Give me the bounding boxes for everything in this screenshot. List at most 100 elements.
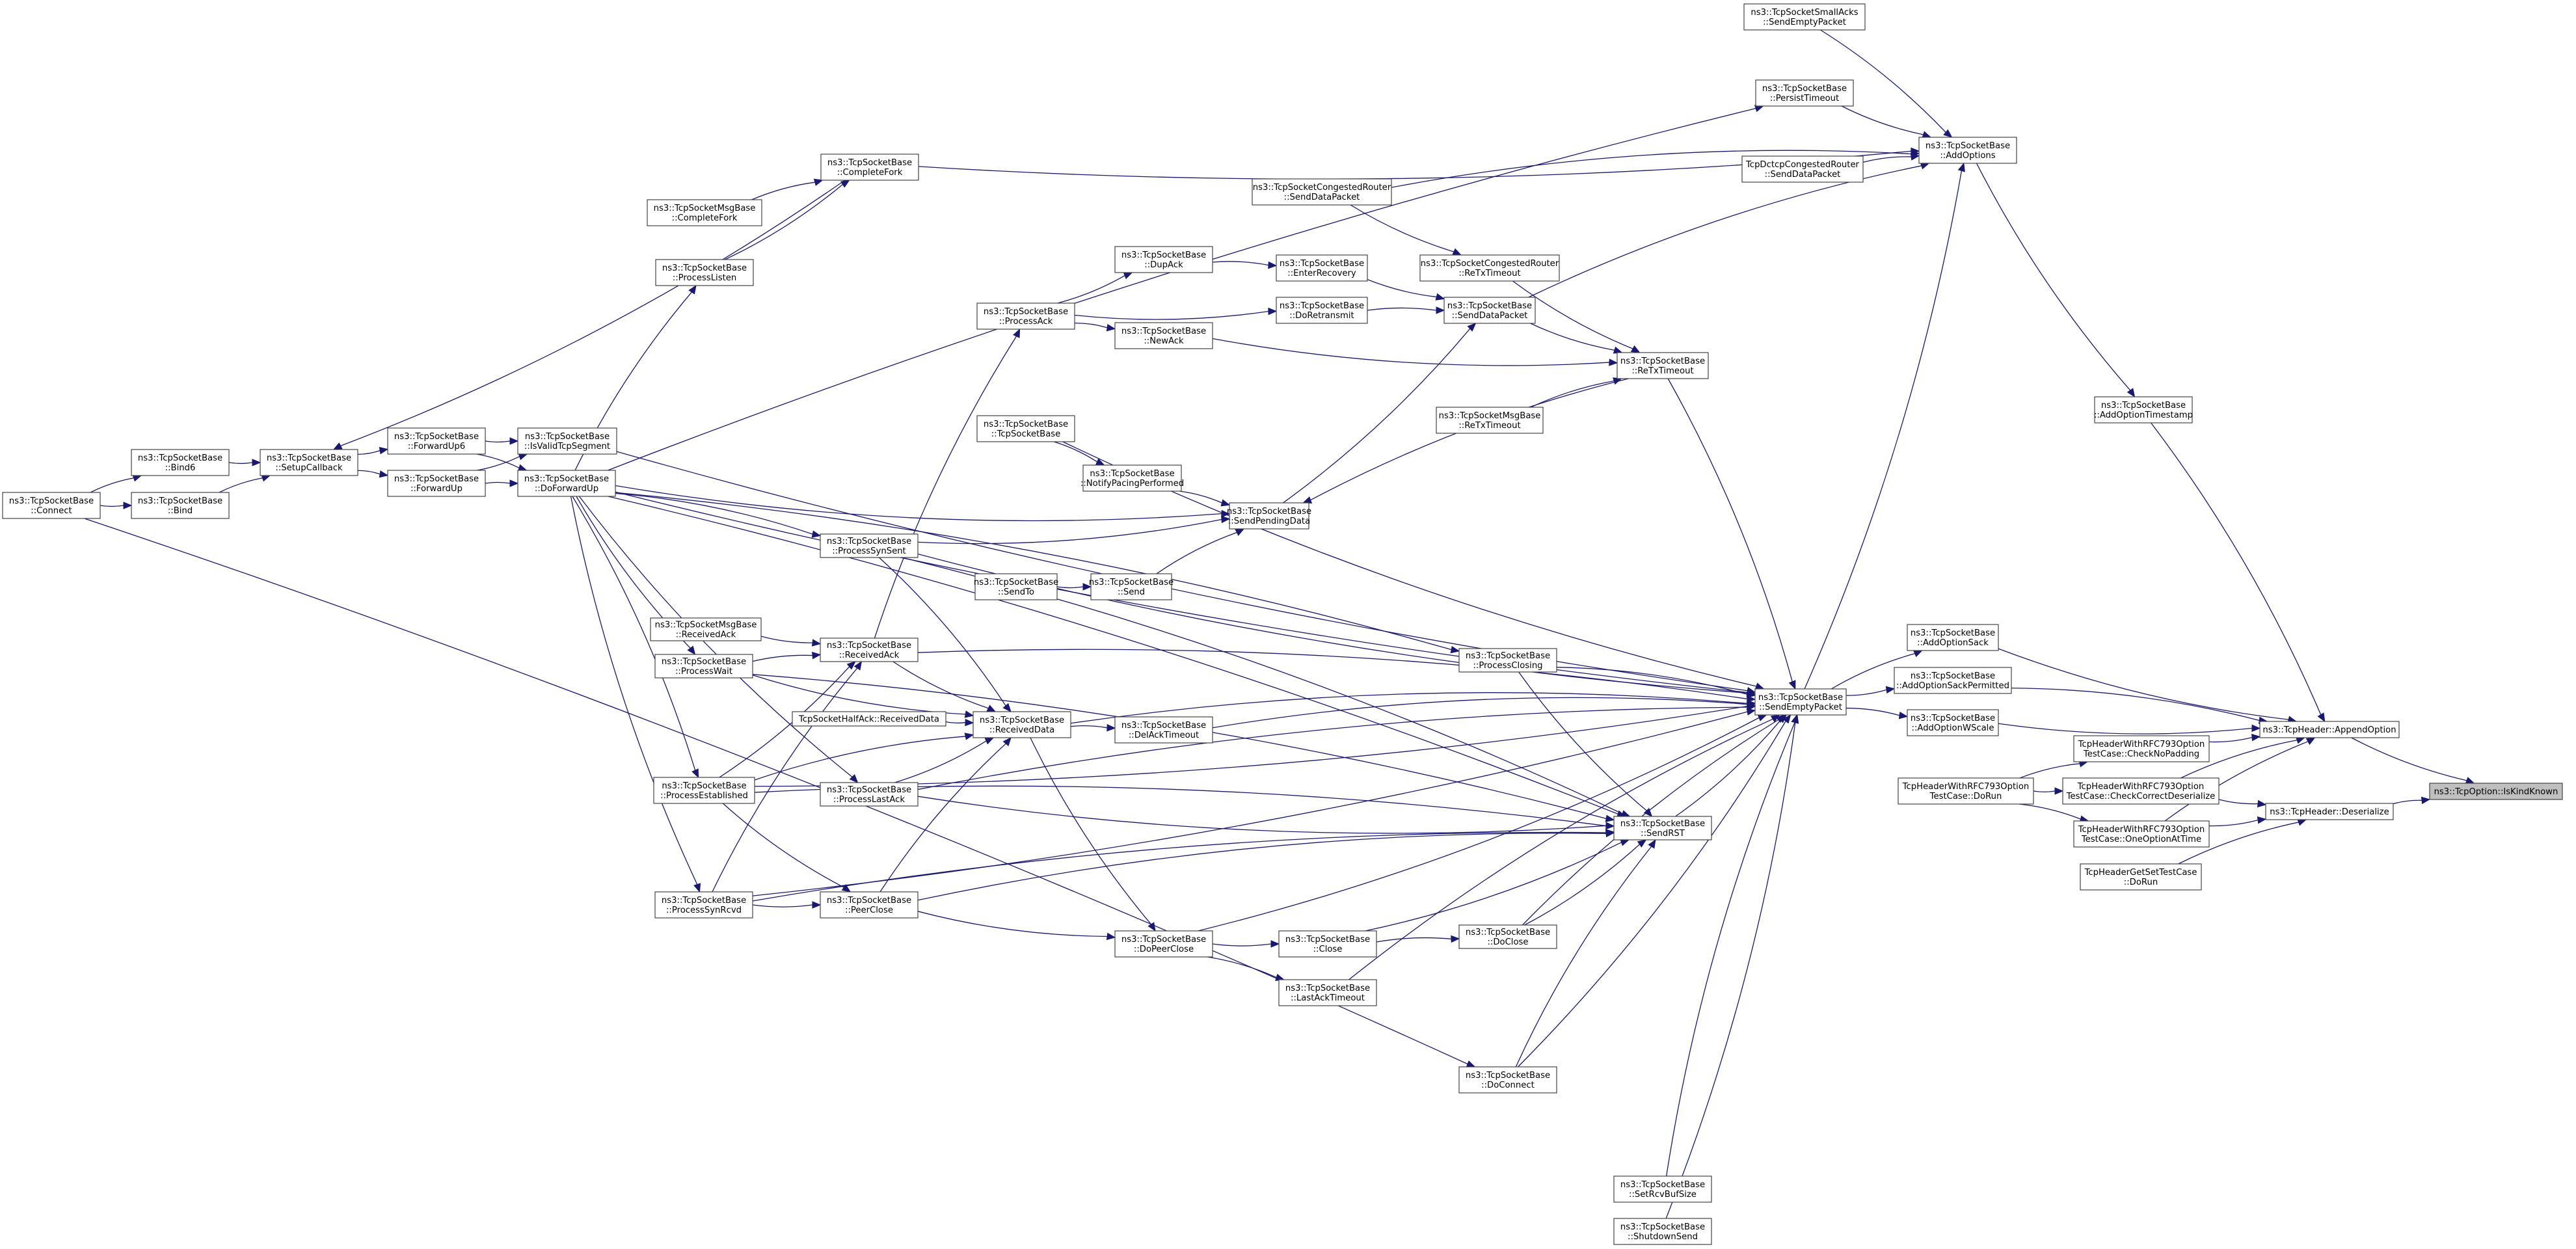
arrowhead-icon xyxy=(1609,358,1618,366)
node-setup-callback[interactable]: ns3::TcpSocketBase::SetupCallback xyxy=(260,449,358,476)
node-cong-router-re-tx[interactable]: ns3::TcpSocketCongestedRouter::ReTxTimeo… xyxy=(1419,254,1560,282)
node-box xyxy=(820,891,919,919)
node-label: ns3::TcpSocketBase xyxy=(524,474,609,484)
node-forward-up6[interactable]: ns3::TcpSocketBase::ForwardUp6 xyxy=(387,427,486,455)
node-dctcp-send-data[interactable]: TcpDctcpCongestedRouter::SendDataPacket xyxy=(1741,155,1864,183)
node-send-empty-packet[interactable]: ns3::TcpSocketBase::SendEmptyPacket xyxy=(1754,688,1847,716)
node-process-syn-rcvd[interactable]: ns3::TcpSocketBase::ProcessSynRcvd xyxy=(654,891,753,919)
node-process-listen[interactable]: ns3::TcpSocketBase::ProcessListen xyxy=(655,259,754,286)
arrowhead-icon xyxy=(1910,153,1920,161)
arrowhead-icon xyxy=(1643,807,1653,817)
node-tcp-socket-base-ctor[interactable]: ns3::TcpSocketBase::TcpSocketBase xyxy=(976,415,1075,442)
arrowhead-icon xyxy=(509,437,519,445)
node-box xyxy=(1617,352,1709,379)
node-deserialize[interactable]: ns3::TcpHeader::Deserialize xyxy=(2265,803,2394,820)
arrowhead-icon xyxy=(2421,796,2431,805)
node-process-established[interactable]: ns3::TcpSocketBase::ProcessEstablished xyxy=(653,777,755,804)
edge-process-ack-to-dup-ack xyxy=(1057,272,1133,304)
edge-line xyxy=(2208,737,2253,743)
node-label: ns3::TcpSocketBase xyxy=(1911,628,1995,638)
node-received-ack[interactable]: ns3::TcpSocketBase::ReceivedAck xyxy=(820,638,919,662)
node-label: ::AddOptionWScale xyxy=(1912,723,1994,733)
node-last-ack-timeout[interactable]: ns3::TcpSocketBase::LastAckTimeout xyxy=(1278,979,1377,1006)
node-get-set-do-run[interactable]: TcpHeaderGetSetTestCase::DoRun xyxy=(2080,863,2202,891)
node-send-rst[interactable]: ns3::TcpSocketBase::SendRST xyxy=(1613,816,1712,840)
node-rfc-check-correct-deserialize[interactable]: TcpHeaderWithRFC793OptionTestCase::Check… xyxy=(2062,777,2220,805)
edge-line xyxy=(1522,719,1779,926)
edge-add-option-timestamp-to-append-option xyxy=(2151,422,2326,723)
node-append-option[interactable]: ns3::TcpHeader::AppendOption xyxy=(2259,721,2400,738)
edge-line xyxy=(1998,648,2289,720)
node-add-option-wscale[interactable]: ns3::TcpSocketBase::AddOptionWScale xyxy=(1907,709,1999,736)
node-process-syn-sent[interactable]: ns3::TcpSocketBase::ProcessSynSent xyxy=(820,533,919,558)
node-do-retransmit[interactable]: ns3::TcpSocketBase::DoRetransmit xyxy=(1276,297,1368,324)
node-do-connect[interactable]: ns3::TcpSocketBase::DoConnect xyxy=(1458,1066,1557,1094)
node-box xyxy=(1229,502,1309,530)
node-msg-received-ack[interactable]: ns3::TcpSocketMsgBase::ReceivedAck xyxy=(650,617,762,641)
node-persist-timeout[interactable]: ns3::TcpSocketBase::PersistTimeout xyxy=(1755,79,1854,107)
node-connect[interactable]: ns3::TcpSocketBase::Connect xyxy=(2,492,101,519)
node-label: ns3::TcpSocketBase xyxy=(1447,301,1532,311)
edge-line xyxy=(712,667,858,893)
node-dup-ack[interactable]: ns3::TcpSocketBase::DupAck xyxy=(1114,246,1213,273)
edge-line xyxy=(1515,846,1652,1068)
edge-line xyxy=(1675,719,1781,817)
node-small-acks-send-empty[interactable]: ns3::TcpSocketSmallAcks::SendEmptyPacket xyxy=(1743,3,1866,31)
node-rfc-check-no-padding[interactable]: TcpHeaderWithRFC793OptionTestCase::Check… xyxy=(2073,735,2210,762)
node-del-ack-timeout[interactable]: ns3::TcpSocketBase::DelAckTimeout xyxy=(1114,716,1213,744)
node-new-ack[interactable]: ns3::TcpSocketBase::NewAck xyxy=(1114,322,1213,349)
node-label: ns3::TcpHeader::Deserialize xyxy=(2270,807,2389,817)
arrowhead-icon xyxy=(1435,293,1445,301)
node-send-to[interactable]: ns3::TcpSocketBase::SendTo xyxy=(974,573,1058,600)
node-peer-close[interactable]: ns3::TcpSocketBase::PeerClose xyxy=(820,891,919,919)
edge-line xyxy=(1367,307,1437,311)
root-node-is-kind-known[interactable]: ns3::TcpOption::IsKindKnown xyxy=(2429,783,2563,800)
node-process-last-ack[interactable]: ns3::TcpSocketBase::ProcessLastAck xyxy=(820,782,919,807)
node-process-ack[interactable]: ns3::TcpSocketBase::ProcessAck xyxy=(976,302,1075,330)
edge-line xyxy=(357,470,381,475)
node-process-closing[interactable]: ns3::TcpSocketBase::ProcessClosing xyxy=(1458,648,1557,673)
node-msg-complete-fork[interactable]: ns3::TcpSocketMsgBase::CompleteFork xyxy=(647,199,762,226)
node-rfc-one-option-at-time[interactable]: TcpHeaderWithRFC793OptionTestCase::OneOp… xyxy=(2073,820,2210,848)
node-send-data-packet[interactable]: ns3::TcpSocketBase::SendDataPacket xyxy=(1443,297,1536,324)
node-add-option-sack-permitted[interactable]: ns3::TcpSocketBase::AddOptionSackPermitt… xyxy=(1894,667,2012,694)
node-forward-up[interactable]: ns3::TcpSocketBase::ForwardUp xyxy=(387,470,486,497)
node-label: ::CompleteFork xyxy=(837,168,903,178)
node-half-ack-received-data[interactable]: TcpSocketHalfAck::ReceivedData xyxy=(792,711,946,727)
arrowhead-icon xyxy=(2317,712,2326,723)
node-box xyxy=(2,492,101,519)
node-add-option-sack[interactable]: ns3::TcpSocketBase::AddOptionSack xyxy=(1907,624,1999,651)
node-do-peer-close[interactable]: ns3::TcpSocketBase::DoPeerClose xyxy=(1114,930,1213,958)
edge-msg-received-ack-to-received-ack xyxy=(760,636,822,647)
node-add-option-timestamp[interactable]: ns3::TcpSocketBase::AddOptionTimestamp xyxy=(2094,396,2193,423)
node-do-forward-up[interactable]: ns3::TcpSocketBase::DoForwardUp xyxy=(517,470,616,497)
edge-line xyxy=(719,666,850,778)
node-cong-router-send-data[interactable]: ns3::TcpSocketCongestedRouter::SendDataP… xyxy=(1252,178,1392,206)
node-send[interactable]: ns3::TcpSocketBase::Send xyxy=(1089,573,1174,600)
edge-add-option-wscale-to-append-option xyxy=(1998,723,2261,734)
node-shutdown-send[interactable]: ns3::TcpSocketBase::ShutdownSend xyxy=(1613,1218,1712,1245)
edge-line xyxy=(917,796,1607,834)
node-add-options[interactable]: ns3::TcpSocketBase::AddOptions xyxy=(1918,137,2017,164)
node-label: ::SetupCallback xyxy=(275,463,343,473)
node-is-valid-tcp-segment[interactable]: ns3::TcpSocketBase::IsValidTcpSegment xyxy=(517,427,617,455)
node-bind6[interactable]: ns3::TcpSocketBase::Bind6 xyxy=(131,449,230,476)
node-complete-fork[interactable]: ns3::TcpSocketBase::CompleteFork xyxy=(820,154,919,181)
node-label: TcpHeaderGetSetTestCase xyxy=(2084,868,2197,878)
node-close[interactable]: ns3::TcpSocketBase::Close xyxy=(1278,930,1377,958)
arrowhead-icon xyxy=(2257,816,2267,824)
node-msg-re-tx-timeout[interactable]: ns3::TcpSocketMsgBase::ReTxTimeout xyxy=(1436,407,1544,434)
edge-close-to-do-close xyxy=(1376,935,1460,943)
arrowhead-icon xyxy=(1778,714,1788,723)
node-bind[interactable]: ns3::TcpSocketBase::Bind xyxy=(131,492,230,519)
node-box xyxy=(820,782,919,807)
node-notify-pacing[interactable]: ns3::TcpSocketBase::NotifyPacingPerforme… xyxy=(1080,464,1184,492)
node-received-data[interactable]: ns3::TcpSocketBase::ReceivedData xyxy=(973,711,1071,738)
node-process-wait[interactable]: ns3::TcpSocketBase::ProcessWait xyxy=(654,654,753,678)
node-send-pending-data[interactable]: ns3::TcpSocketBase::SendPendingData xyxy=(1227,502,1311,530)
node-do-close[interactable]: ns3::TcpSocketBase::DoClose xyxy=(1458,924,1557,949)
node-set-rcv-buf-size[interactable]: ns3::TcpSocketBase::SetRcvBufSize xyxy=(1613,1175,1712,1203)
node-enter-recovery[interactable]: ns3::TcpSocketBase::EnterRecovery xyxy=(1276,254,1368,282)
node-re-tx-timeout[interactable]: ns3::TcpSocketBase::ReTxTimeout xyxy=(1617,352,1709,379)
